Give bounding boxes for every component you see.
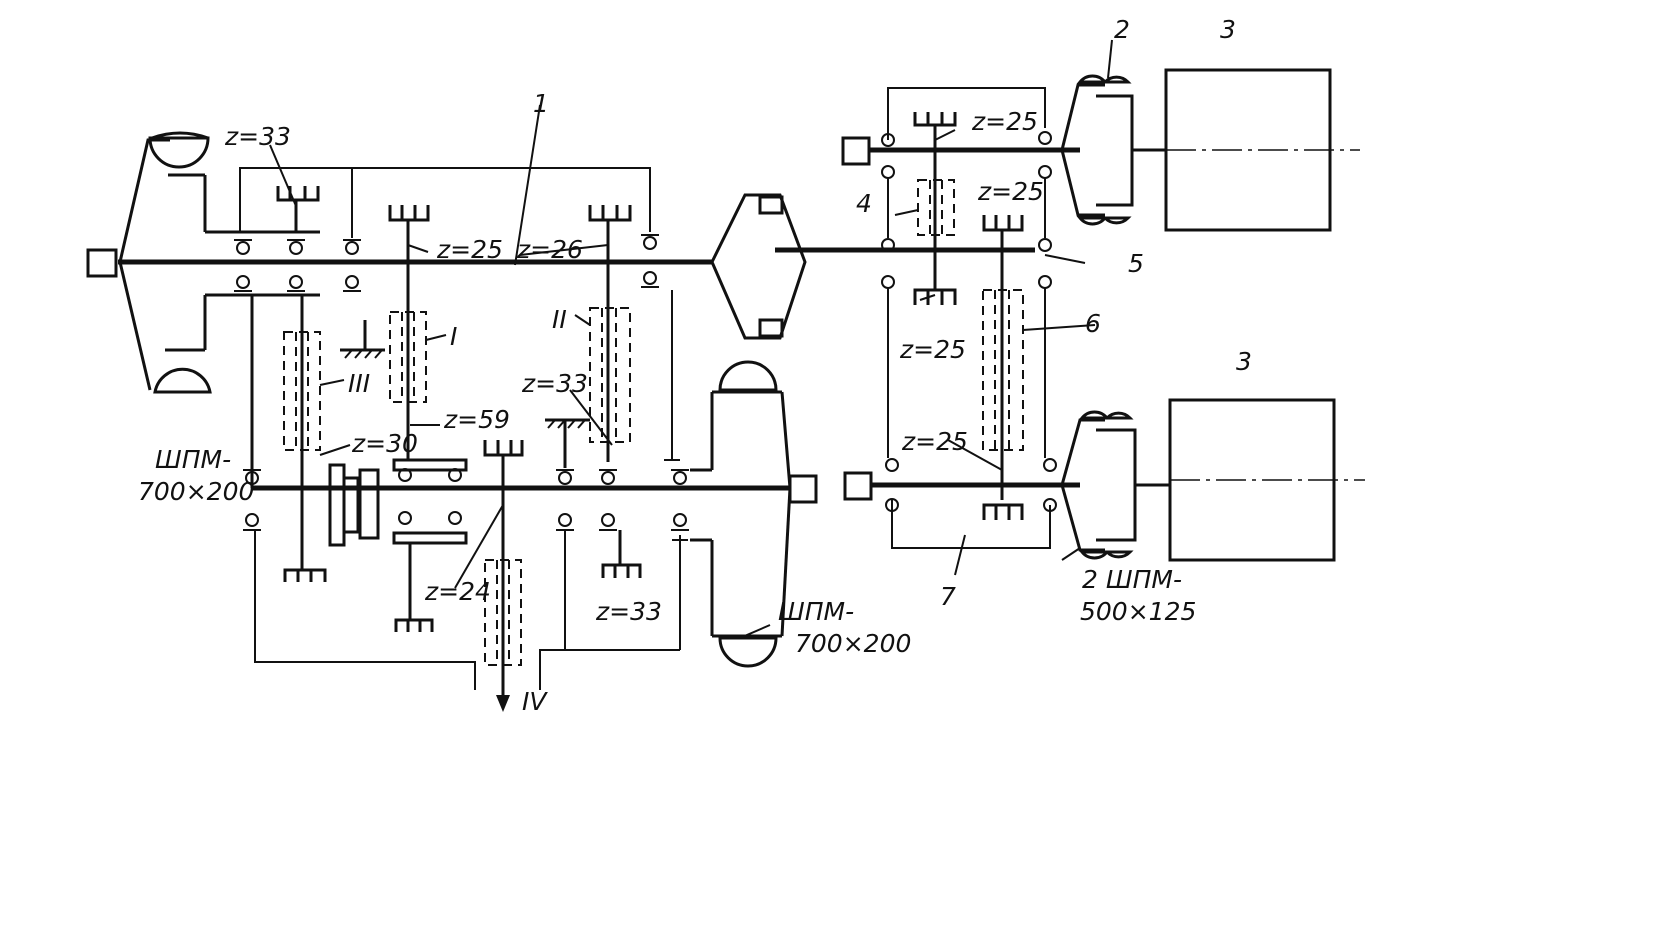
right-verticals <box>887 178 1046 458</box>
gear-z25-right-top <box>913 112 957 305</box>
shaft-end-block-right-bottom <box>843 471 873 501</box>
label-shaft-ii: II <box>552 305 567 334</box>
label-z25-right-mid: z=25 <box>977 177 1044 206</box>
label-ref-4: 4 <box>856 189 872 218</box>
label-ref-6: 6 <box>1085 309 1101 338</box>
gear-z33-bottom <box>601 530 642 578</box>
leader-lines <box>319 39 1113 639</box>
motor-upper <box>1164 68 1360 232</box>
gear-z25-shaft-i <box>388 205 430 460</box>
brake-left-lower <box>118 261 320 394</box>
gear-shaft-6 <box>982 215 1024 520</box>
label-shaft-iv: IV <box>522 687 548 716</box>
label-z59: z=59 <box>443 405 510 434</box>
label-shaft-i: I <box>450 322 457 351</box>
brake-mid <box>690 360 792 668</box>
label-z24: z=24 <box>424 577 491 606</box>
label-ref-3-bottom: 3 <box>1236 347 1252 376</box>
label-brake-right-line2: 500×125 <box>1080 597 1196 626</box>
motor-lower <box>1168 398 1365 562</box>
bearings-upper <box>234 234 659 292</box>
label-brake-left-line1: ШПМ- <box>155 445 231 474</box>
shaft-iii <box>250 295 327 582</box>
gear-z59 <box>392 458 468 545</box>
shaft-end-block-right-top <box>841 136 871 166</box>
shaft-end-block-lower <box>788 474 818 504</box>
bottom-frame <box>254 530 680 690</box>
label-ref-3-top: 3 <box>1220 15 1236 44</box>
top-rail-left <box>239 167 651 238</box>
label-brake-right-line1: 2 ШПМ- <box>1082 565 1182 594</box>
label-brake-left-line2: 700×200 <box>138 477 254 506</box>
label-z25-right-lower: z=25 <box>899 335 966 364</box>
brake-right-upper <box>1060 74 1165 226</box>
label-ref-5: 5 <box>1128 249 1144 278</box>
link-lines-mid <box>664 290 688 650</box>
label-z25-right-top: z=25 <box>971 107 1038 136</box>
gear-z26-shaft-ii <box>588 205 632 462</box>
shaft-end-block-left <box>86 248 118 278</box>
gear-z24-lower <box>394 543 434 632</box>
coupling-center <box>710 193 807 340</box>
label-brake-mid-line1: ШПМ- <box>778 597 854 626</box>
main-shaft <box>86 247 1035 278</box>
label-z25-left: z=25 <box>436 235 503 264</box>
shaft-iv <box>454 440 524 712</box>
label-z25-right-bottom: z=25 <box>901 427 968 456</box>
label-z30: z=30 <box>351 429 418 458</box>
label-ref-7: 7 <box>940 582 956 611</box>
brake-right-lower <box>1060 410 1170 560</box>
right-lower-shaft <box>843 471 1080 549</box>
label-shaft-iii: III <box>348 369 370 398</box>
gear-z33-top-left <box>269 144 320 232</box>
bearings-lower <box>243 468 689 531</box>
labels: 1 2 3 3 4 5 6 7 I II III IV z=33 z=25 z=… <box>138 15 1252 716</box>
label-z33-top-left: z=33 <box>224 122 291 151</box>
right-upper-shaft <box>841 87 1080 166</box>
clutch-lower <box>328 463 380 547</box>
ground-symbol-mid <box>545 418 590 468</box>
label-z26: z=26 <box>516 235 583 264</box>
label-ref-2: 2 <box>1114 15 1130 44</box>
label-brake-mid-line2: 700×200 <box>795 629 911 658</box>
label-z33-bottom: z=33 <box>595 597 662 626</box>
label-ref-1: 1 <box>533 89 549 118</box>
label-z33-mid: z=33 <box>521 369 588 398</box>
ground-symbol-left <box>340 320 385 359</box>
brake-left-upper <box>118 131 320 263</box>
